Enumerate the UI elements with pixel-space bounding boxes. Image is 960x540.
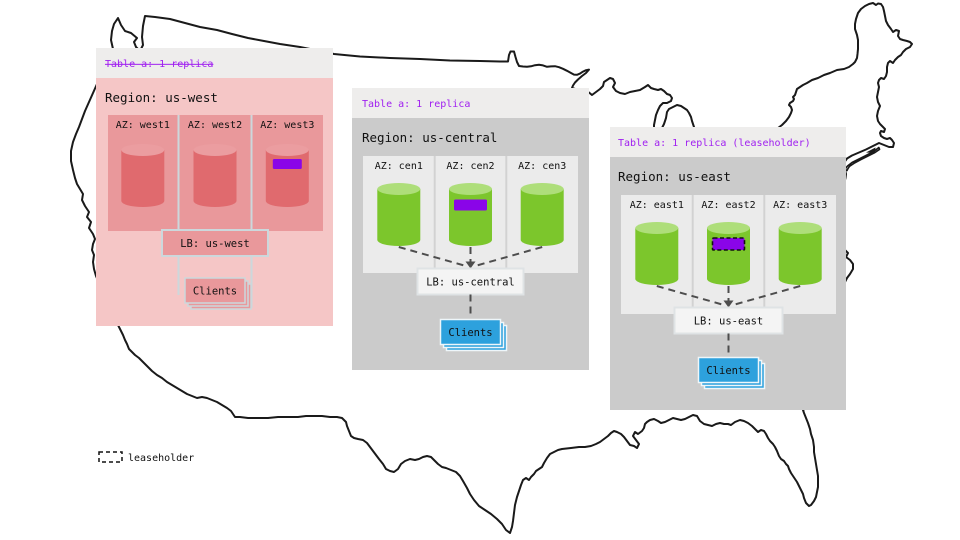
us-east-clients-stack: Clients [697, 356, 766, 390]
long-island-sound-tip [866, 147, 876, 153]
us-east-region-label: Region: us-east [618, 169, 731, 184]
panel-us-east: Table a: 1 replica (leaseholder) Region:… [610, 127, 846, 410]
clients-box [697, 356, 760, 384]
us-central-az3-label: AZ: cen3 [518, 161, 566, 172]
us-west-db-cylinder-2 [193, 144, 237, 207]
us-east-az1-label: AZ: east1 [630, 200, 684, 211]
us-east-header-bar [610, 127, 846, 157]
db-cylinder-body [377, 189, 421, 246]
us-east-az2-label: AZ: east2 [701, 200, 755, 211]
db-cylinder-top [778, 222, 822, 234]
us-central-db-cylinder-2 [449, 183, 492, 246]
legend-label: leaseholder [128, 453, 194, 464]
us-east-db-cylinder-1 [635, 222, 679, 285]
us-west-lb-label: LB: us-west [180, 238, 250, 250]
db-cylinder-body [778, 228, 822, 285]
us-central-clients-label: Clients [448, 327, 492, 339]
us-east-db-cylinder-3 [778, 222, 822, 285]
us-west-db-cylinder-3 [265, 144, 309, 207]
us-east-clients-label: Clients [706, 365, 750, 377]
db-cylinder-top [449, 183, 492, 195]
us-central-az1-label: AZ: cen1 [375, 161, 423, 172]
us-east-db-to-lb-links [656, 285, 801, 306]
us-west-region-label: Region: us-west [105, 90, 218, 105]
db-cylinder-top [707, 222, 750, 234]
us-central-db-to-lb-links [398, 246, 543, 267]
us-west-az3-label: AZ: west3 [260, 120, 314, 131]
us-central-header-bar [352, 88, 589, 118]
us-east-lb-label: LB: us-east [694, 316, 764, 328]
db-cylinder-top [520, 183, 564, 195]
us-east-header-label: Table a: 1 replica (leaseholder) [618, 138, 811, 149]
db-cylinder-body [449, 189, 492, 246]
panel-us-west: Table a: 1 replica Region: us-west AZ: w… [96, 48, 333, 326]
us-east-db-cylinder-2 [707, 222, 750, 285]
db-cylinder-body [707, 228, 750, 285]
db-cylinder-body [121, 150, 165, 207]
db-cylinder-top [265, 144, 309, 156]
us-west-lb-box [161, 229, 269, 257]
db-cylinder-top [377, 183, 421, 195]
clients-box [184, 277, 246, 304]
leaseholder-swatch-icon [98, 451, 123, 463]
us-east-az3-label: AZ: east3 [773, 200, 827, 211]
db-cylinder-body [635, 228, 679, 285]
us-central-header-label: Table a: 1 replica [362, 99, 470, 110]
db-cylinder-top [193, 144, 237, 156]
us-central-region-label: Region: us-central [362, 130, 497, 145]
db-cylinder-body [520, 189, 564, 246]
us-central-clients-stack: Clients [439, 318, 508, 352]
us-central-az2-label: AZ: cen2 [446, 161, 494, 172]
us-east-leaseholder-marker [711, 237, 746, 251]
panel-us-central: Table a: 1 replica Region: us-central AZ… [352, 88, 589, 370]
us-west-header-bar [96, 48, 333, 78]
us-west-clients-label: Clients [193, 286, 237, 298]
us-west-header-label: Table a: 1 replica [105, 59, 213, 70]
long-island-outline [844, 146, 881, 172]
us-central-replica-marker [454, 199, 487, 211]
us-central-lb-label: LB: us-central [426, 277, 515, 289]
db-cylinder-top [121, 144, 165, 156]
us-central-db-cylinder-1 [377, 183, 421, 246]
us-central-lb-arrowhead [465, 261, 476, 269]
legend: leaseholder [98, 451, 194, 464]
clients-box [439, 318, 502, 346]
db-cylinder-body [193, 150, 237, 207]
us-west-az1-label: AZ: west1 [116, 120, 170, 131]
us-west-az2-label: AZ: west2 [188, 120, 242, 131]
us-central-db-cylinder-3 [520, 183, 564, 246]
db-cylinder-body [265, 150, 309, 207]
us-west-replica-marker [272, 159, 302, 169]
us-east-lb-arrowhead [723, 300, 734, 308]
us-east-lb-box [673, 306, 784, 335]
db-cylinder-top [635, 222, 679, 234]
us-west-db-cylinder-1 [121, 144, 165, 207]
us-west-clients-stack: Clients [184, 277, 252, 310]
